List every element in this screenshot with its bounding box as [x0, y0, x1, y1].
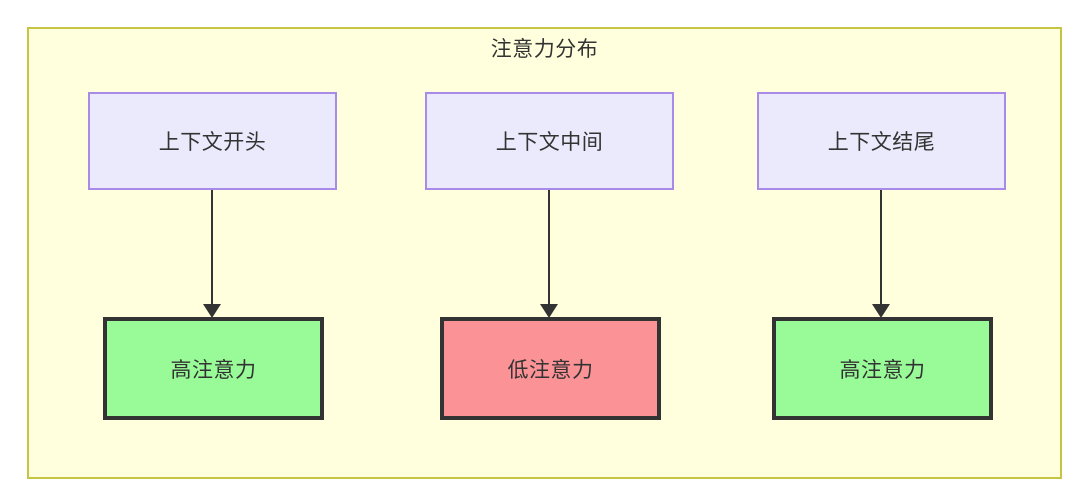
edge-arrowhead-context-middle	[540, 304, 558, 318]
node-high-attention-start[interactable]: 高注意力	[103, 317, 324, 420]
edge-arrowhead-context-end	[872, 304, 890, 318]
node-context-middle[interactable]: 上下文中间	[425, 92, 674, 190]
edge-arrowhead-context-start	[203, 304, 221, 318]
subgraph-title: 注意力分布	[490, 38, 599, 61]
edge-line-context-start	[211, 190, 213, 306]
edge-line-context-middle	[548, 190, 550, 306]
node-context-end[interactable]: 上下文结尾	[757, 92, 1006, 190]
node-context-start[interactable]: 上下文开头	[88, 92, 337, 190]
node-low-attention-middle[interactable]: 低注意力	[440, 317, 661, 420]
edge-line-context-end	[880, 190, 882, 306]
node-high-attention-end[interactable]: 高注意力	[772, 317, 993, 420]
